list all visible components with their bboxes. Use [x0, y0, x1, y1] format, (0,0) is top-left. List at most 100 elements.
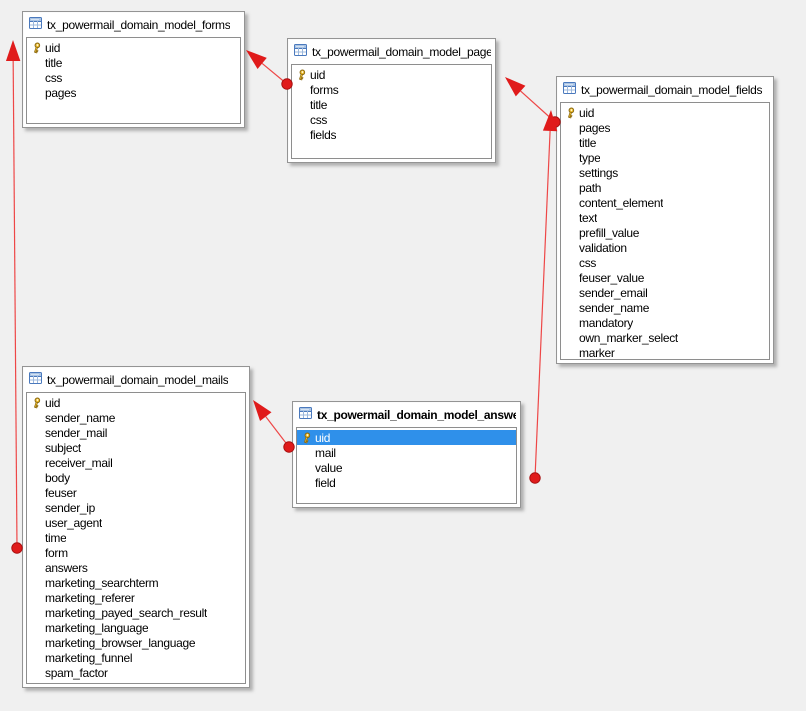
field-row-fields-settings[interactable]: settings — [561, 165, 769, 180]
field-name: time — [45, 530, 67, 545]
table-header[interactable]: tx_powermail_domain_model_fields — [557, 77, 773, 102]
relation-arrowhead — [505, 77, 526, 97]
field-icon-cell — [297, 460, 315, 475]
field-name: value — [315, 460, 343, 475]
field-row-forms-css[interactable]: css — [27, 70, 240, 85]
field-row-fields-uid[interactable]: uid — [561, 105, 769, 120]
field-row-fields-text[interactable]: text — [561, 210, 769, 225]
field-row-fields-sender_email[interactable]: sender_email — [561, 285, 769, 300]
field-row-forms-pages[interactable]: pages — [27, 85, 240, 100]
field-row-pages-css[interactable]: css — [292, 112, 491, 127]
field-row-mails-marketing_searchterm[interactable]: marketing_searchterm — [27, 575, 245, 590]
field-row-fields-validation[interactable]: validation — [561, 240, 769, 255]
table-header[interactable]: tx_powermail_domain_model_pages — [288, 39, 495, 64]
field-row-fields-content_element[interactable]: content_element — [561, 195, 769, 210]
field-row-mails-sender_ip[interactable]: sender_ip — [27, 500, 245, 515]
entity-table-answers[interactable]: tx_powermail_domain_model_answers uid ma… — [292, 401, 521, 508]
field-row-answers-uid[interactable]: uid — [297, 430, 516, 445]
table-title: tx_powermail_domain_model_pages — [312, 44, 491, 59]
field-row-answers-value[interactable]: value — [297, 460, 516, 475]
entity-table-fields[interactable]: tx_powermail_domain_model_fields uid pag… — [556, 76, 774, 364]
field-row-fields-sender_name[interactable]: sender_name — [561, 300, 769, 315]
relation-pages-forms[interactable] — [246, 50, 293, 90]
field-row-fields-path[interactable]: path — [561, 180, 769, 195]
field-icon-cell — [561, 315, 579, 330]
relation-line — [265, 416, 290, 448]
field-row-mails-subject[interactable]: subject — [27, 440, 245, 455]
field-icon-cell — [561, 270, 579, 285]
field-row-fields-own_marker_select[interactable]: own_marker_select — [561, 330, 769, 345]
field-row-fields-prefill_value[interactable]: prefill_value — [561, 225, 769, 240]
field-icon-cell — [561, 195, 579, 210]
relation-answers-fields[interactable] — [529, 110, 558, 484]
field-row-forms-uid[interactable]: uid — [27, 40, 240, 55]
key-icon — [567, 107, 574, 118]
field-name: sender_name — [45, 410, 116, 425]
entity-table-mails[interactable]: tx_powermail_domain_model_mails uid send… — [22, 366, 250, 688]
field-row-mails-answers[interactable]: answers — [27, 560, 245, 575]
field-row-mails-feuser[interactable]: feuser — [27, 485, 245, 500]
field-row-fields-type[interactable]: type — [561, 150, 769, 165]
field-row-mails-marketing_browser_language[interactable]: marketing_browser_language — [27, 635, 245, 650]
field-row-mails-body[interactable]: body — [27, 470, 245, 485]
field-icon-cell — [297, 430, 315, 445]
relation-answers-mails[interactable] — [253, 400, 295, 453]
table-header[interactable]: tx_powermail_domain_model_answers — [293, 402, 520, 427]
field-row-mails-marketing_referer[interactable]: marketing_referer — [27, 590, 245, 605]
field-row-mails-sender_mail[interactable]: sender_mail — [27, 425, 245, 440]
field-row-pages-uid[interactable]: uid — [292, 67, 491, 82]
field-icon-cell — [27, 515, 45, 530]
field-icon-cell — [27, 425, 45, 440]
field-name: sender_mail — [45, 425, 108, 440]
field-row-mails-user_agent[interactable]: user_agent — [27, 515, 245, 530]
field-name: uid — [45, 40, 61, 55]
table-header[interactable]: tx_powermail_domain_model_forms — [23, 12, 244, 37]
field-name: mandatory — [579, 315, 633, 330]
field-icon-cell — [561, 255, 579, 270]
field-name: marketing_language — [45, 620, 149, 635]
field-row-mails-sender_name[interactable]: sender_name — [27, 410, 245, 425]
key-icon — [298, 69, 305, 80]
field-row-fields-mandatory[interactable]: mandatory — [561, 315, 769, 330]
table-title: tx_powermail_domain_model_mails — [47, 372, 229, 387]
field-row-mails-receiver_mail[interactable]: receiver_mail — [27, 455, 245, 470]
field-name: body — [45, 470, 70, 485]
field-row-answers-mail[interactable]: mail — [297, 445, 516, 460]
field-row-fields-pages[interactable]: pages — [561, 120, 769, 135]
field-icon-cell — [27, 40, 45, 55]
field-row-answers-field[interactable]: field — [297, 475, 516, 490]
table-header[interactable]: tx_powermail_domain_model_mails — [23, 367, 249, 392]
entity-table-forms[interactable]: tx_powermail_domain_model_forms uid titl… — [22, 11, 245, 128]
field-row-fields-feuser_value[interactable]: feuser_value — [561, 270, 769, 285]
field-row-mails-uid[interactable]: uid — [27, 395, 245, 410]
field-name: validation — [579, 240, 627, 255]
field-row-pages-forms[interactable]: forms — [292, 82, 491, 97]
field-row-fields-title[interactable]: title — [561, 135, 769, 150]
field-row-forms-title[interactable]: title — [27, 55, 240, 70]
relation-mails-forms[interactable] — [5, 40, 23, 554]
field-icon-cell — [27, 500, 45, 515]
field-row-mails-marketing_language[interactable]: marketing_language — [27, 620, 245, 635]
field-row-mails-marketing_payed_search_result[interactable]: marketing_payed_search_result — [27, 605, 245, 620]
field-icon-cell — [292, 67, 310, 82]
table-field-list: uid title css pages — [26, 37, 241, 124]
table-field-list: uid sender_name sender_mail subject rece… — [26, 392, 246, 684]
relation-line — [12, 60, 18, 549]
field-name: marketing_searchterm — [45, 575, 159, 590]
field-row-fields-css[interactable]: css — [561, 255, 769, 270]
field-row-pages-title[interactable]: title — [292, 97, 491, 112]
field-row-pages-fields[interactable]: fields — [292, 127, 491, 142]
field-name: forms — [310, 82, 339, 97]
field-name: css — [45, 70, 63, 85]
field-row-fields-marker[interactable]: marker — [561, 345, 769, 360]
field-row-mails-form[interactable]: form — [27, 545, 245, 560]
entity-table-pages[interactable]: tx_powermail_domain_model_pages uid form… — [287, 38, 496, 163]
field-row-mails-marketing_funnel[interactable]: marketing_funnel — [27, 650, 245, 665]
table-icon — [299, 406, 312, 419]
field-name: sender_email — [579, 285, 648, 300]
relation-fields-pages[interactable] — [505, 77, 561, 128]
field-row-mails-spam_factor[interactable]: spam_factor — [27, 665, 245, 680]
field-row-mails-time[interactable]: time — [27, 530, 245, 545]
field-name: subject — [45, 440, 81, 455]
